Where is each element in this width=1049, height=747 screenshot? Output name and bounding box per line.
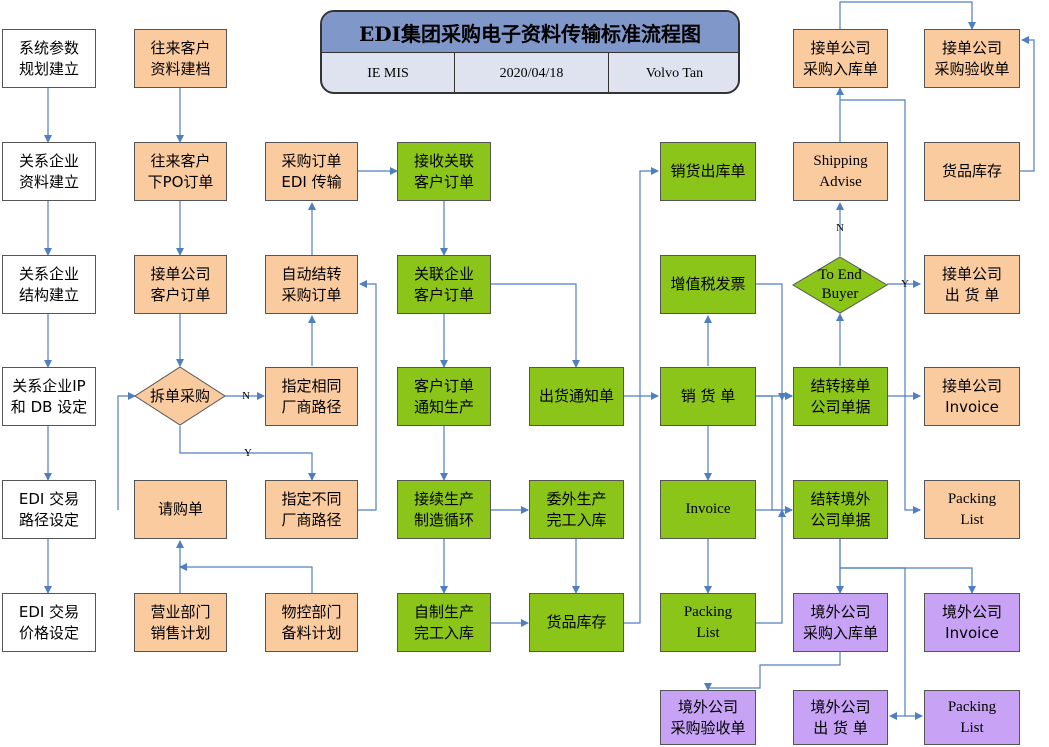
- end-no-label: N: [836, 222, 844, 234]
- to-end-buyer-diamond: [792, 256, 888, 314]
- node-transfer-recv: 结转接单 公司单据: [793, 367, 888, 426]
- node-diff-vendor: 指定不同 厂商路径: [265, 480, 358, 539]
- node-ov-ship: 境外公司 出 货 单: [793, 690, 888, 745]
- node-mat-plan: 物控部门 备料计划: [265, 593, 358, 652]
- node-inventory-mid: 货品库存: [529, 593, 624, 652]
- node-requisition: 请购单: [134, 480, 227, 539]
- author-label: Volvo Tan: [645, 65, 704, 81]
- node-split-purchase: 拆单采购: [149, 386, 210, 405]
- node-edi-price: EDI 交易 价格设定: [2, 593, 96, 652]
- node-ship-notice: 出货通知单: [529, 367, 624, 426]
- node-invoice: Invoice: [660, 480, 756, 539]
- node-recv-rel-order: 接收关联 客户订单: [397, 142, 491, 201]
- node-recv-co-order: 接单公司 客户订单: [134, 255, 227, 314]
- node-cont-prod: 接续生产 制造循环: [397, 480, 491, 539]
- node-outsource: 委外生产 完工入库: [529, 480, 624, 539]
- node-self-prod: 自制生产 完工入库: [397, 593, 491, 652]
- node-auto-po: 自动结转 采购订单: [265, 255, 358, 314]
- department-label: IE MIS: [322, 53, 455, 92]
- split-yes-label: Y: [244, 447, 252, 459]
- node-sales-plan: 营业部门 销售计划: [134, 593, 227, 652]
- node-packing-mid: Packing List: [660, 593, 756, 652]
- node-packing-right: Packing List: [924, 480, 1020, 539]
- node-recv-invoice: 接单公司 Invoice: [924, 367, 1020, 426]
- node-rel-order: 关联企业 客户订单: [397, 255, 491, 314]
- node-ov-packing: Packing List: [924, 690, 1020, 745]
- node-recv-purchase-in: 接单公司 采购入库单: [793, 29, 888, 88]
- node-shipping-advise: Shipping Advise: [793, 142, 888, 201]
- title-block: EDI集团采购电子资料传输标准流程图 IE MIS 2020/04/18 Vol…: [320, 10, 740, 94]
- split-no-label: N: [242, 390, 250, 402]
- node-po-edi: 采购订单 EDI 传输: [265, 142, 358, 201]
- node-ov-purchase-in: 境外公司 采购入库单: [793, 593, 888, 652]
- end-yes-label: Y: [901, 278, 909, 290]
- node-cust-po: 往来客户 下PO订单: [134, 142, 227, 201]
- node-transfer-overseas: 结转境外 公司单据: [793, 480, 888, 539]
- node-rel-ip: 关系企业IP 和 DB 设定: [2, 367, 96, 426]
- node-ov-inspect: 境外公司 采购验收单: [660, 690, 756, 745]
- node-recv-inspect: 接单公司 采购验收单: [924, 29, 1020, 88]
- node-sys-param: 系统参数 规划建立: [2, 29, 96, 88]
- node-notify-prod: 客户订单 通知生产: [397, 367, 491, 426]
- node-inventory-right: 货品库存: [924, 142, 1020, 201]
- node-to-end-buyer: To End Buyer: [818, 267, 862, 302]
- node-sales-doc: 销 货 单: [660, 367, 756, 426]
- diagram-title: EDI集团采购电子资料传输标准流程图: [322, 12, 738, 53]
- node-rel-struct: 关系企业 结构建立: [2, 255, 96, 314]
- node-rel-data: 关系企业 资料建立: [2, 142, 96, 201]
- node-ov-invoice: 境外公司 Invoice: [924, 593, 1020, 652]
- node-edi-route: EDI 交易 路径设定: [2, 480, 96, 539]
- node-cust-file: 往来客户 资料建档: [134, 29, 227, 88]
- split-purchase-diamond: [134, 366, 226, 426]
- node-vat-invoice: 增值税发票: [660, 255, 756, 314]
- node-recv-ship: 接单公司 出 货 单: [924, 255, 1020, 314]
- node-same-vendor: 指定相同 厂商路径: [265, 367, 358, 426]
- node-sales-out: 销货出库单: [660, 142, 756, 201]
- date-label: 2020/04/18: [455, 53, 609, 92]
